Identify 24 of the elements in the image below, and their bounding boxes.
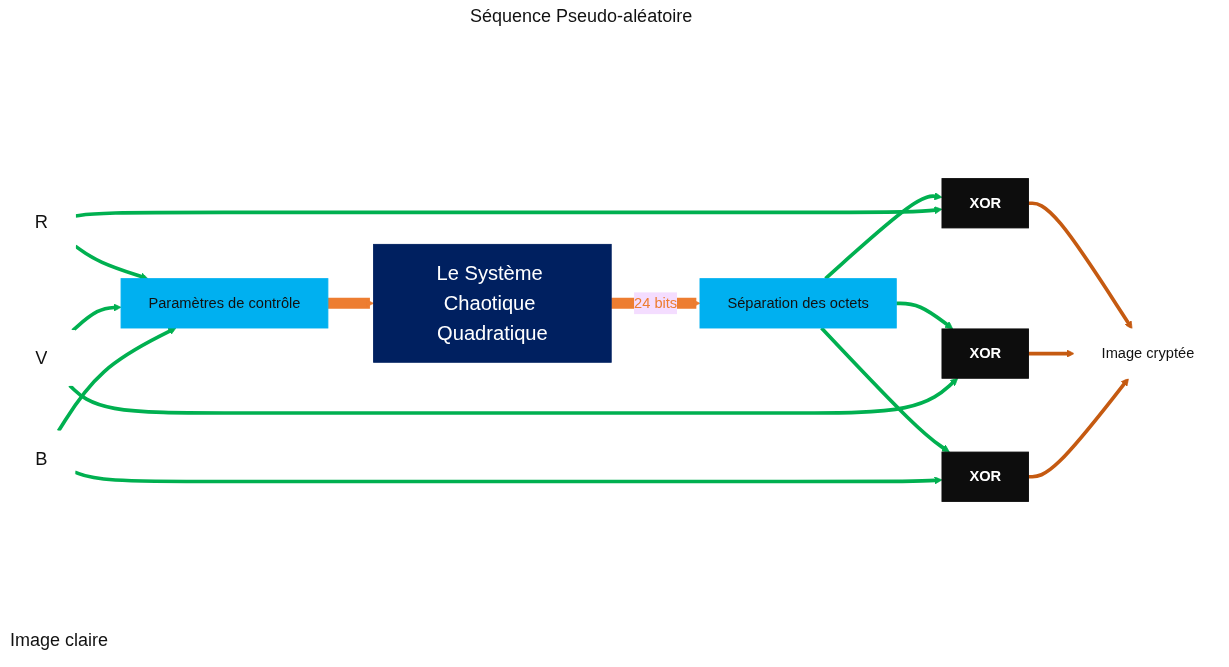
arrow <box>74 470 943 485</box>
node-box: Le Système Chaotique Quadratique <box>373 243 612 363</box>
arrow <box>75 206 943 218</box>
node-box: Séparation des octets <box>699 278 897 329</box>
arrow <box>68 377 959 415</box>
node-box: XOR <box>941 328 1029 379</box>
node-box: Paramètres de contrôle <box>120 278 329 329</box>
arrow <box>1028 201 1133 330</box>
note-text: Image claire <box>10 630 109 651</box>
arrow <box>1028 349 1075 358</box>
node-text: B <box>35 448 48 469</box>
node-text: V <box>35 347 48 368</box>
note-text: Séquence Pseudo-aléatoire <box>470 6 693 27</box>
arrow <box>326 297 374 309</box>
arrow <box>824 192 943 280</box>
edge-label: 24 bits <box>634 295 678 311</box>
node-text: R <box>34 211 48 232</box>
node-box: XOR <box>941 451 1029 502</box>
arrow <box>896 301 954 330</box>
arrow <box>56 327 177 433</box>
arrow <box>71 303 122 332</box>
arrow <box>1028 377 1129 479</box>
node-text: Image cryptée <box>1101 345 1195 361</box>
node-box: XOR <box>941 178 1029 229</box>
